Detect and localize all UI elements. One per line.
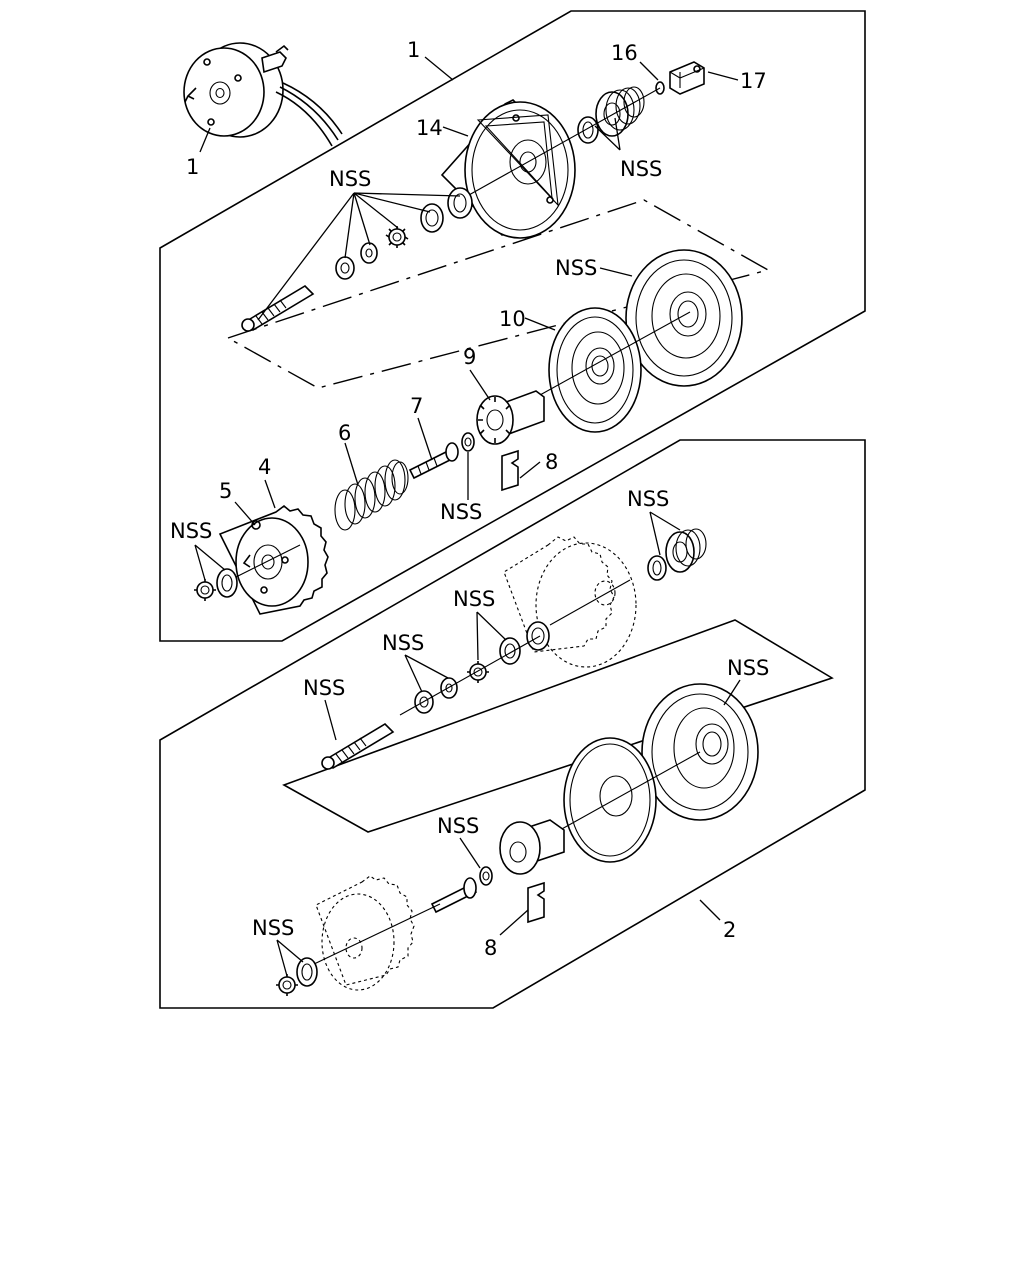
callout-part-6: 6 xyxy=(338,421,351,445)
callout-nss-front-upper: NSS xyxy=(170,519,212,543)
front-seals-upper xyxy=(194,568,238,601)
callout-nss-upper-right: NSS xyxy=(620,157,662,181)
rod-7 xyxy=(408,432,475,480)
callout-part-16: 16 xyxy=(611,41,638,65)
callout-nss-spring-upper: NSS xyxy=(440,500,482,524)
rear-seals-lower xyxy=(647,528,707,581)
rear-shell-14 xyxy=(440,99,576,239)
callout-part-8-upper: 8 xyxy=(545,450,558,474)
callout-assy-1-thumb: 1 xyxy=(186,155,199,179)
wedge-lines xyxy=(275,82,343,147)
leader-lines xyxy=(194,56,741,977)
front-shell-lower xyxy=(311,875,441,991)
callout-nss-diaphragm-lower: NSS xyxy=(727,656,769,680)
callout-assy-1: 1 xyxy=(407,38,420,62)
rod-seals-lower xyxy=(399,621,550,716)
rear-seal-parts xyxy=(459,61,705,201)
callout-assy-2: 2 xyxy=(723,918,736,942)
valve-body-9 xyxy=(476,390,545,492)
callout-nss-rod-lower: NSS xyxy=(303,676,345,700)
callout-nss-diaphragm-upper: NSS xyxy=(555,256,597,280)
callout-nss-front-lower: NSS xyxy=(252,916,294,940)
callout-nss-upper-left: NSS xyxy=(329,167,371,191)
rod-lower xyxy=(430,866,493,914)
front-shell-4 xyxy=(218,504,329,615)
push-rod-upper xyxy=(241,284,315,332)
upper-assembly-frame xyxy=(159,10,866,642)
callout-part-5: 5 xyxy=(219,479,232,503)
rear-shell-lower xyxy=(503,536,637,668)
lower-assembly-frame xyxy=(159,439,866,1009)
booster-thumbnail xyxy=(183,42,343,147)
callout-part-7: 7 xyxy=(410,394,423,418)
callout-part-4: 4 xyxy=(258,455,271,479)
callout-part-8-lower: 8 xyxy=(484,936,497,960)
spring-6 xyxy=(334,459,409,531)
callout-nss-piston-lower: NSS xyxy=(437,814,479,838)
front-seals-lower xyxy=(276,957,318,996)
rod-seals-upper xyxy=(335,187,473,280)
piston-plate-lower xyxy=(559,737,701,863)
valve-body-lower xyxy=(499,819,565,924)
callout-part-10: 10 xyxy=(499,307,526,331)
callout-nss-washers-lower: NSS xyxy=(453,587,495,611)
callout-nss-spring-lower: NSS xyxy=(627,487,669,511)
callout-part-14: 14 xyxy=(416,116,443,140)
callout-part-17: 17 xyxy=(740,69,767,93)
callout-nss-seals-lower: NSS xyxy=(382,631,424,655)
callout-part-9: 9 xyxy=(463,345,476,369)
lower-subframe xyxy=(282,619,834,833)
diaphragm-upper xyxy=(625,249,743,387)
push-rod-lower xyxy=(321,722,395,770)
callout-labels: 1 1 14 16 17 NSS NSS NSS 10 9 7 6 8 NSS … xyxy=(170,38,769,960)
piston-plate-10 xyxy=(539,307,691,433)
